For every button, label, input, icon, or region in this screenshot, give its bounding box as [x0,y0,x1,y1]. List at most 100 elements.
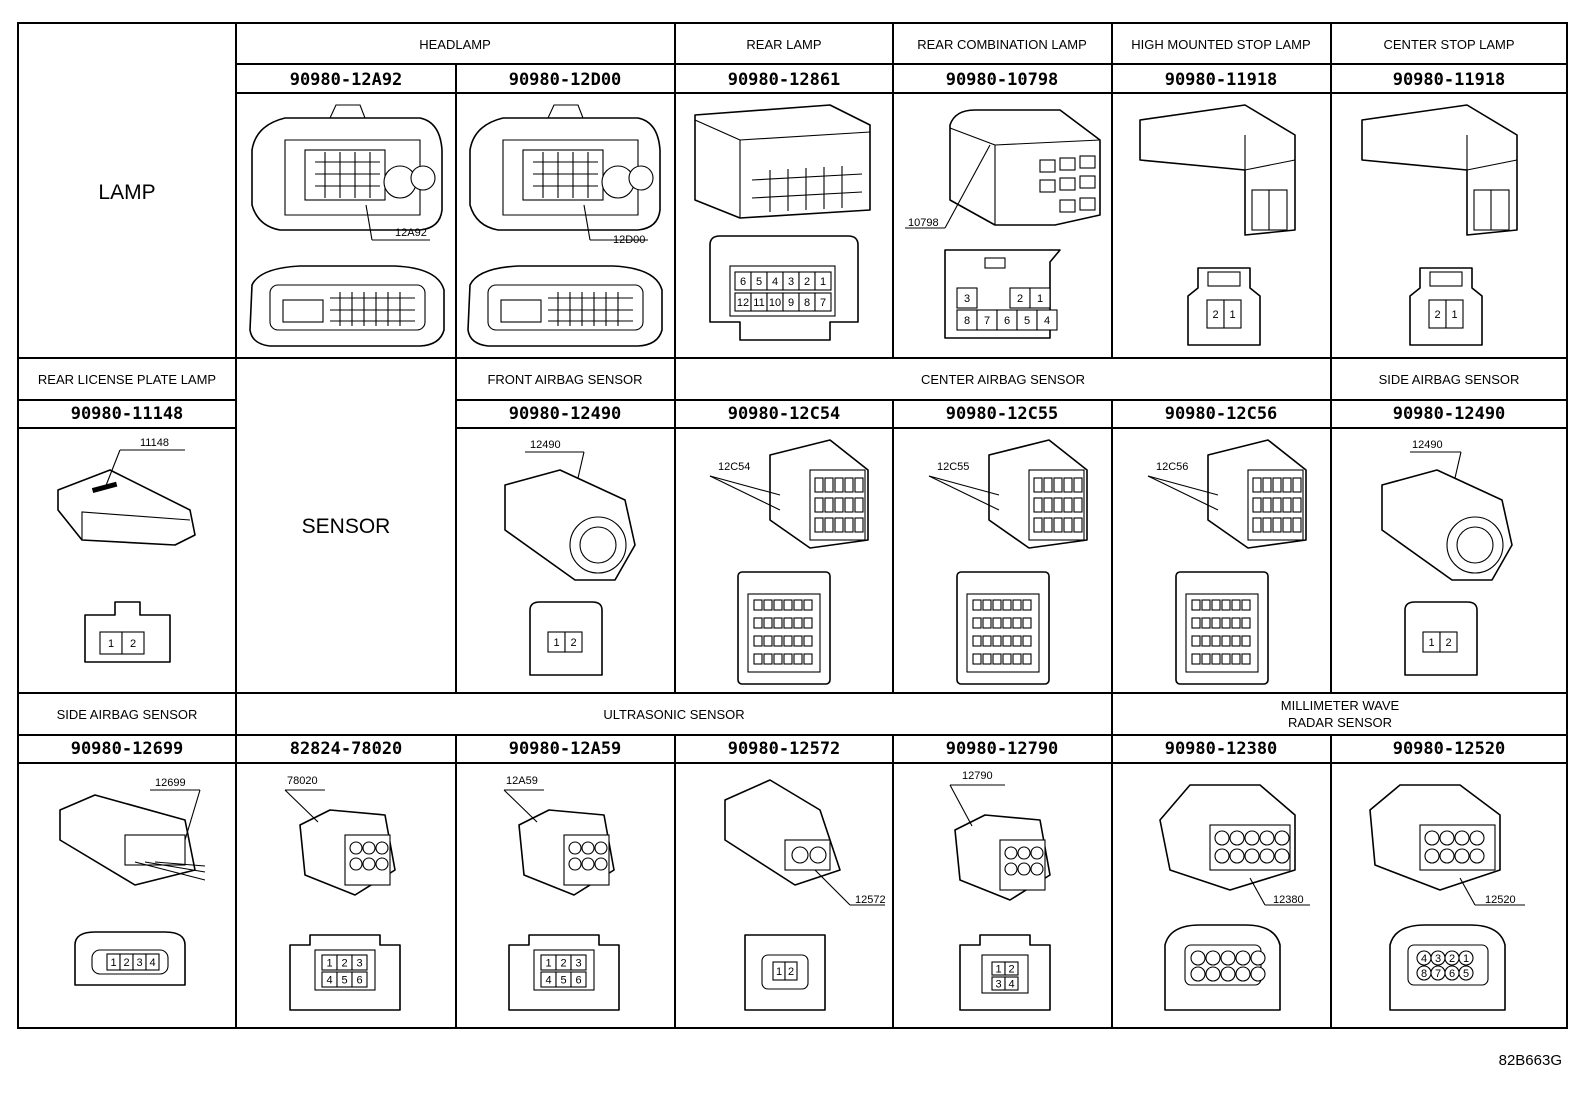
pin-cell [1033,517,1043,533]
pin-number: 4 [1421,953,1427,965]
pin-cell [1262,517,1272,533]
pin-cell [956,287,978,309]
pin-cell [1043,517,1053,533]
pin-cell [1221,617,1231,629]
pin-number: 4 [1044,315,1050,327]
pin-number: 2 [1212,309,1218,321]
pin-cell [1002,617,1012,629]
part-number: 90980-11918 [1393,70,1506,90]
part-number: 90980-12520 [1393,739,1506,759]
pin-cavity [594,841,608,855]
pin-cell [351,954,368,971]
pin-cavity [1458,965,1474,981]
pin-cell [773,635,783,647]
pin-cell [1036,309,1058,331]
pin-cell [992,617,1002,629]
part-number: 90980-11918 [1165,70,1278,90]
part-number: 90980-12A59 [509,739,622,759]
pin-cavity [594,857,608,871]
pin-number: 4 [1008,979,1014,991]
pin-cell [1445,299,1464,329]
group-title-side-airbag-sensor-2: SIDE AIRBAG SENSOR [57,707,198,722]
part-number: 90980-12790 [946,739,1059,759]
pin-cell [753,599,763,611]
pin-cell [763,599,773,611]
pin-cell [1002,635,1012,647]
pin-number: 4 [326,975,332,987]
pin-number: 1 [553,637,559,649]
pin-cell [854,497,864,513]
pin-cell [834,477,844,493]
pin-cell [1063,517,1073,533]
pin-number: 8 [1421,968,1427,980]
pin-number: 1 [1229,309,1235,321]
pin-cell [1201,599,1211,611]
pin-number: 1 [110,957,116,969]
tag-label: 12A59 [506,775,538,787]
part-number: 90980-12D00 [509,70,622,90]
pin-cell [773,617,783,629]
pin-cell [1022,599,1032,611]
part-number: 90980-12490 [509,404,622,424]
pin-cell [564,631,583,653]
pin-cavity [1250,966,1266,982]
pin-cell [1272,517,1282,533]
pin-number: 7 [820,297,826,309]
pin-number: 6 [1449,968,1455,980]
pin-cavity [1229,848,1245,864]
pin-cell [1223,299,1242,329]
pin-cell [1292,477,1302,493]
pin-number: 1 [108,638,114,650]
pin-cavity [1229,830,1245,846]
pin-cell [1063,477,1073,493]
pin-cell [773,653,783,665]
pin-cavity [1454,830,1470,846]
pin-number: 6 [740,276,746,288]
pin-number: 2 [1008,964,1014,976]
connector-12a92: 12A92 [249,104,445,347]
pin-cell [834,497,844,513]
pin-number: 4 [149,957,155,969]
group-title-headlamp: HEADLAMP [419,37,491,52]
pin-cell [1004,976,1019,991]
pin-cavity [1205,966,1221,982]
pin-cell [1211,635,1221,647]
pin-number: 1 [326,958,332,970]
pin-number: 2 [130,638,136,650]
pin-cavity [1220,950,1236,966]
pin-cell [972,599,982,611]
tag-label: 12699 [155,777,186,789]
pin-number: 2 [123,957,129,969]
pin-cavity [568,857,582,871]
pin-cell [1292,497,1302,513]
pin-cell [1012,617,1022,629]
pin-cell [1272,497,1282,513]
group-title-high-mounted-stop-lamp: HIGH MOUNTED STOP LAMP [1131,37,1310,52]
pin-cell [1191,617,1201,629]
pin-cavity [1004,862,1018,876]
pin-cell [1221,599,1231,611]
connector-12380: 12380 [1159,784,1310,1011]
pin-cell [1004,961,1019,976]
pin-cell [844,517,854,533]
group-title-millimeter-wave-line1: MILLIMETER WAVE [1281,698,1400,713]
pin-cell [1282,517,1292,533]
pin-cell [982,599,992,611]
pin-cell [1191,635,1201,647]
row-label-sensor: SENSOR [302,515,391,538]
pin-cavity [1205,950,1221,966]
pin-cell [1211,617,1221,629]
group-title-center-stop-lamp: CENTER STOP LAMP [1384,37,1515,52]
part-number: 90980-12861 [728,70,841,90]
tag-label: 12520 [1485,894,1516,906]
pin-cell [570,954,587,971]
pin-number: 2 [560,958,566,970]
pin-cell [972,617,982,629]
pin-cavity [1017,862,1031,876]
pin-cell [1073,517,1083,533]
pin-cell [1241,635,1251,647]
part-number: 90980-12C55 [946,404,1059,424]
